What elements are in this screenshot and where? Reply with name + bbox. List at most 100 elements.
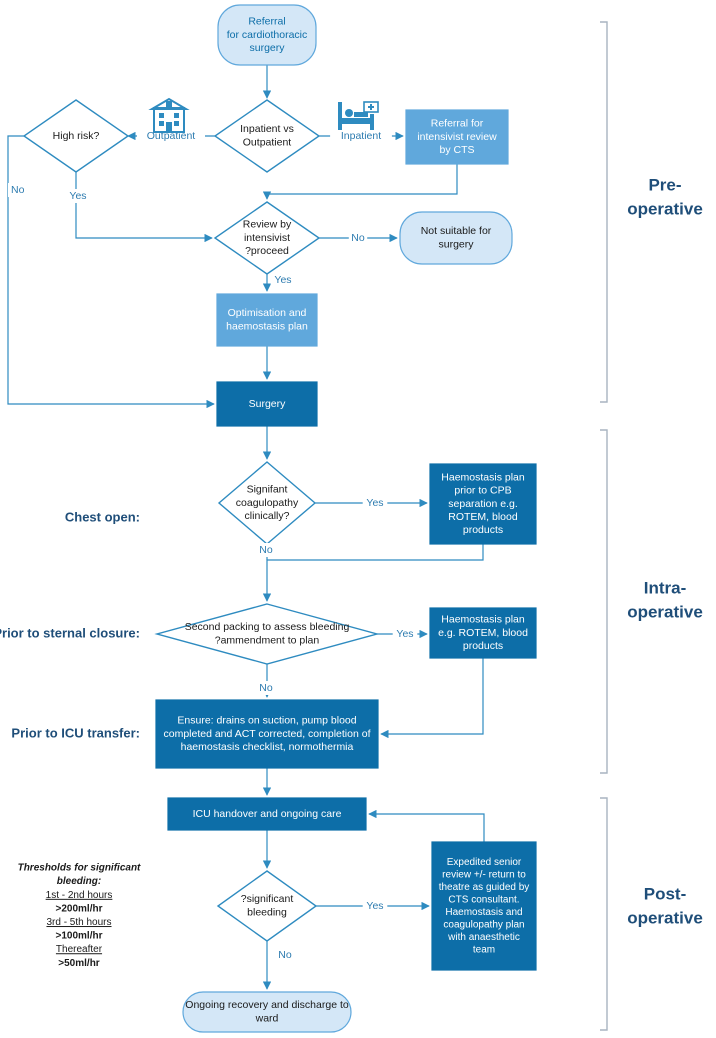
decision-shape	[22, 99, 130, 173]
decision-shape	[213, 201, 321, 275]
threshold-text: 1st - 2nd hours	[46, 890, 113, 901]
node-text: ROTEM, blood	[448, 511, 518, 523]
node-surgery: Surgery	[216, 381, 318, 427]
process-shape	[155, 699, 379, 769]
threshold-text: 3rd - 5th hours	[46, 917, 111, 928]
edge-label-high-risk-no: No	[11, 184, 25, 196]
section-label-intra: operative	[627, 602, 703, 621]
decision-shape	[154, 603, 380, 665]
node-text: ?ammendment to plan	[215, 634, 320, 646]
node-text: Signifant	[247, 484, 288, 496]
connectors	[7, 65, 485, 990]
node-text: coagulopathy plan	[443, 919, 524, 930]
label-background	[8, 183, 27, 197]
threshold-text: bleeding:	[57, 876, 101, 887]
connector-arrow	[262, 164, 458, 200]
node-text: e.g. ROTEM, blood	[438, 627, 528, 639]
node-text: intensivist	[244, 232, 290, 244]
node-text: coagulopathy	[236, 497, 299, 509]
label-background	[256, 543, 276, 557]
section-label-pre: operative	[627, 199, 703, 218]
label-background	[270, 273, 296, 287]
label-background	[392, 627, 418, 641]
side-labels: Chest open:Prior to sternal closure:Prio…	[0, 509, 141, 968]
node-high-risk: High risk?	[22, 99, 130, 173]
node-text: Referral	[248, 16, 285, 28]
decision-shape	[216, 870, 318, 942]
section-label-intra: Intra-	[644, 578, 687, 597]
node-second-packing: Second packing to assess bleeding?ammend…	[154, 603, 380, 665]
edge-label-inpatient: Inpatient	[341, 130, 381, 142]
node-ensure: Ensure: drains on suction, pump bloodcom…	[155, 699, 379, 769]
threshold-text: Thresholds for significant	[18, 863, 141, 874]
bracket-pre	[600, 21, 608, 403]
decision-shape	[213, 99, 321, 173]
stage-label-sternal-closure: Prior to sternal closure:	[0, 625, 140, 640]
node-text: for cardiothoracic	[227, 29, 308, 41]
node-text: by CTS	[439, 144, 474, 156]
threshold-text: >50ml/hr	[58, 958, 100, 969]
node-text: haemostasis checklist, normothermia	[181, 741, 354, 753]
node-text: review +/- return to	[442, 869, 526, 880]
edge-label-review-no: No	[351, 232, 365, 244]
section-label-post: Post-	[644, 884, 687, 903]
edge-label-coag-no: No	[259, 544, 273, 556]
node-text: Ensure: drains on suction, pump blood	[177, 715, 356, 727]
process-shape	[431, 841, 537, 971]
edge-label-bleeding-no: No	[278, 949, 292, 961]
process-shape	[429, 607, 537, 659]
node-text: products	[463, 640, 503, 652]
node-text: products	[463, 524, 503, 536]
node-text: Outpatient	[243, 136, 292, 148]
node-text: Surgery	[249, 398, 287, 410]
node-text: Optimisation and	[228, 307, 307, 319]
node-text: Review by	[243, 219, 292, 231]
terminal-shape	[182, 991, 352, 1033]
node-text: ward	[255, 1012, 279, 1024]
node-text: Second packing to assess bleeding	[185, 621, 350, 633]
terminal-shape	[399, 211, 513, 265]
node-icu-handover: ICU handover and ongoing care	[167, 797, 367, 831]
label-background	[330, 129, 392, 143]
edge-label-review-yes: Yes	[274, 274, 291, 286]
node-text: ?proceed	[245, 245, 289, 257]
hospital-building-icon	[148, 97, 190, 133]
edge-label-packing-yes: Yes	[396, 628, 413, 640]
edge-label-bleeding-yes: Yes	[366, 900, 383, 912]
node-text: Haemostasis plan	[441, 472, 525, 484]
process-shape	[405, 109, 509, 165]
node-text: team	[473, 944, 495, 955]
node-text: theatre as guided by	[439, 882, 530, 893]
bracket-post	[600, 797, 608, 1031]
node-text: ?significant	[241, 893, 294, 905]
node-text: Ongoing recovery and discharge to	[185, 999, 349, 1011]
node-text: Inpatient vs	[240, 123, 294, 135]
node-text: with anaesthetic	[447, 932, 520, 943]
node-text: intensivist review	[417, 131, 497, 143]
connector-arrow	[75, 172, 213, 243]
section-label-post: operative	[627, 908, 703, 927]
label-background	[256, 681, 276, 695]
label-background	[362, 496, 388, 510]
bracket-intra	[600, 429, 608, 774]
process-shape	[216, 293, 318, 347]
process-shape	[216, 381, 318, 427]
connector-arrow	[368, 809, 485, 842]
node-text: clinically?	[245, 510, 290, 522]
node-text: completed and ACT corrected, completion …	[163, 728, 370, 740]
process-shape	[167, 797, 367, 831]
connector-arrow	[262, 544, 484, 602]
